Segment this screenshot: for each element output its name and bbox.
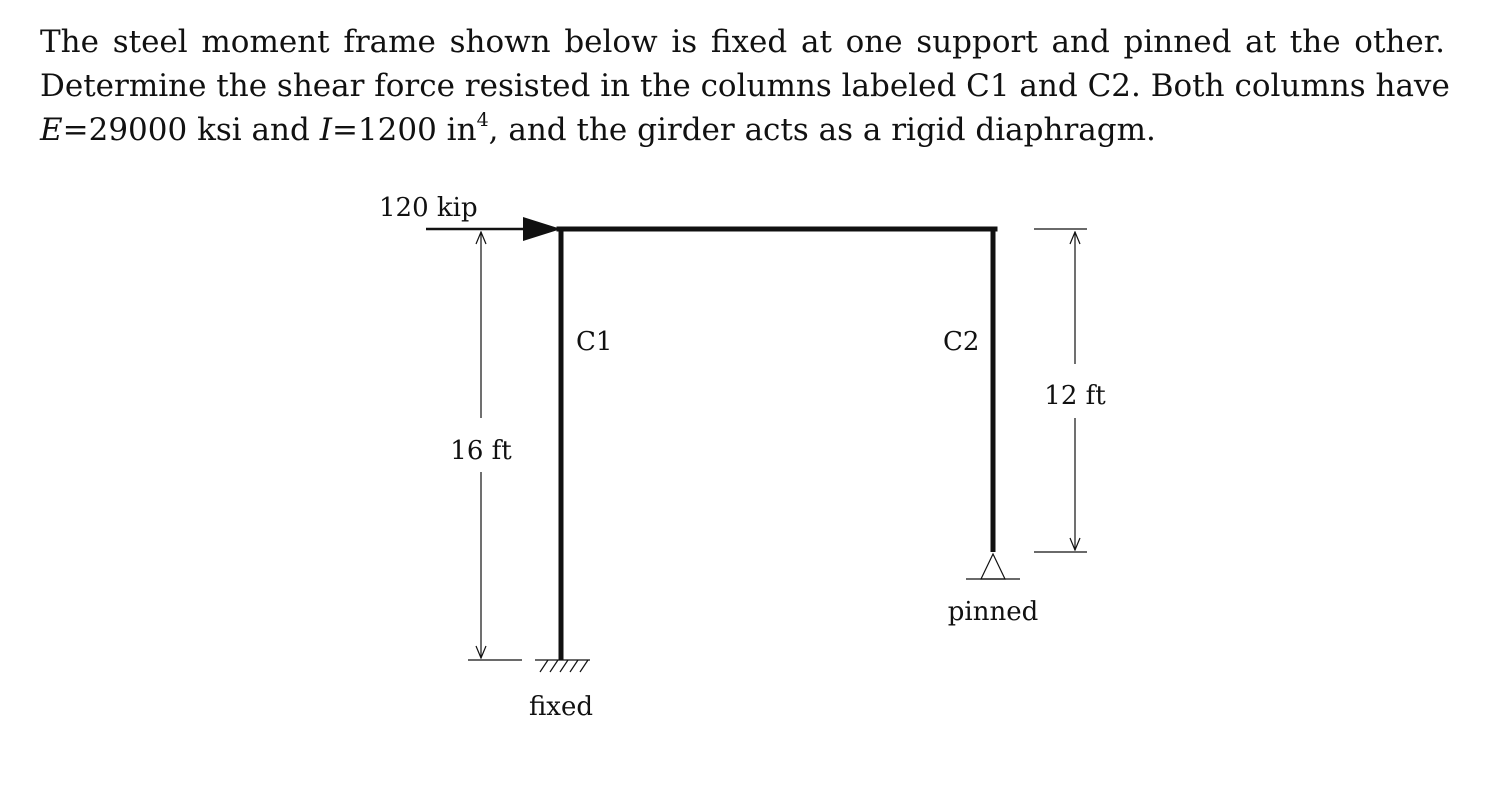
problem-line-3-rest: , and the girder acts as a rigid diaphra… xyxy=(488,112,1156,148)
right-height-label: 12 ft xyxy=(1044,381,1106,411)
load-arrowhead-icon xyxy=(523,217,561,241)
left-height-dimension xyxy=(468,232,522,661)
pinned-support-label: pinned xyxy=(948,597,1038,627)
inertia-symbol: I xyxy=(319,112,332,148)
problem-line-1: The steel moment frame shown below is fi… xyxy=(40,24,1445,60)
inertia-value: =1200 in xyxy=(331,112,477,148)
inertia-exponent: 4 xyxy=(476,109,489,131)
fixed-support-icon xyxy=(535,659,590,673)
problem-line-2: Determine the shear force resisted in th… xyxy=(40,68,1450,104)
load-arrow xyxy=(426,217,561,241)
load-label: 120 kip xyxy=(379,193,478,223)
problem-statement: The steel moment frame shown below is fi… xyxy=(40,20,1450,152)
problem-line-3: E=29000 ksi and I=1200 in4, and the gird… xyxy=(40,108,1445,152)
modulus-value: =29000 ksi and xyxy=(62,112,320,148)
fixed-support-label: fixed xyxy=(529,692,593,722)
column-c1-label: C1 xyxy=(576,327,612,357)
right-height-dimension xyxy=(1034,228,1087,553)
column-c2-label: C2 xyxy=(943,327,979,357)
pinned-support-icon xyxy=(966,552,1020,580)
modulus-symbol: E xyxy=(40,112,63,148)
left-height-label: 16 ft xyxy=(450,436,512,466)
